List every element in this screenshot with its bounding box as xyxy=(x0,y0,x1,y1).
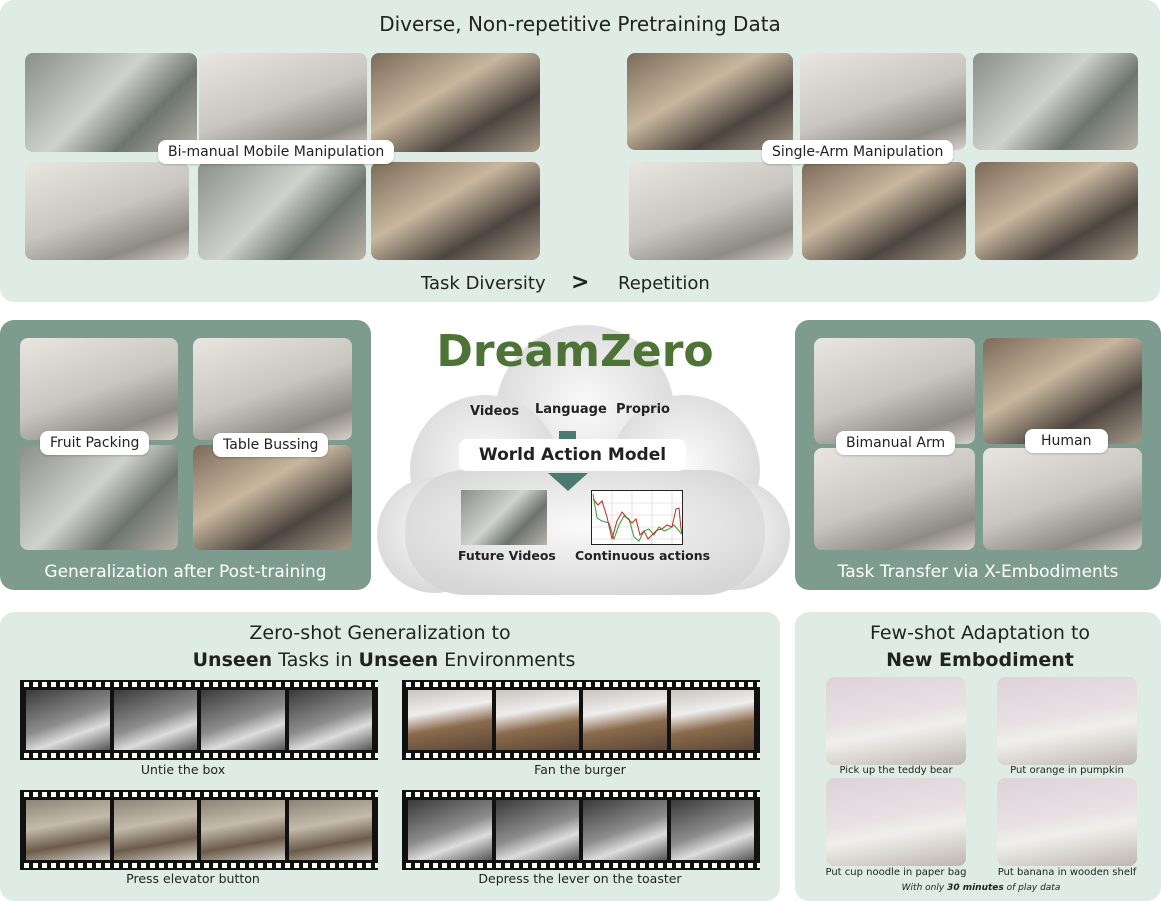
pretraining-panel: Diverse, Non-repetitive Pretraining Data… xyxy=(0,0,1160,302)
title-text: Environments xyxy=(438,649,576,671)
few-shot-title-line1: Few-shot Adaptation to xyxy=(869,622,1091,644)
filmstrip-elevator xyxy=(20,790,378,870)
future-video-thumbnail xyxy=(461,490,547,545)
x-embodiment-caption: Task Transfer via X-Embodiments xyxy=(837,562,1119,582)
task-caption: Put cup noodle in paper bag xyxy=(825,867,967,878)
photo xyxy=(814,448,975,550)
photo xyxy=(193,338,352,440)
zero-shot-title-line2: Unseen Tasks in Unseen Environments xyxy=(0,649,768,671)
task-caption: Untie the box xyxy=(140,762,226,777)
photo xyxy=(25,53,197,152)
repetition-text: Repetition xyxy=(618,273,710,294)
task-caption: Press elevator button xyxy=(126,871,260,886)
task-caption: Pick up the teddy bear xyxy=(839,765,953,776)
filmstrip-toaster xyxy=(402,790,760,870)
task-caption: Fan the burger xyxy=(534,762,626,777)
photo xyxy=(371,162,540,260)
dreamzero-title: DreamZero xyxy=(436,326,714,377)
bimanual-arm-label: Bimanual Arm xyxy=(836,431,956,455)
post-training-caption: Generalization after Post-training xyxy=(44,562,327,582)
photo xyxy=(25,162,189,260)
photo xyxy=(983,448,1142,550)
table-bussing-label: Table Bussing xyxy=(213,433,329,457)
task-caption: Depress the lever on the toaster xyxy=(478,871,682,886)
task-diversity-text: Task Diversity xyxy=(421,273,546,294)
photo xyxy=(193,445,352,550)
input-language: Language xyxy=(535,402,607,417)
photo xyxy=(975,162,1138,260)
task-caption: Put banana in wooden shelf xyxy=(997,867,1137,878)
photo xyxy=(629,162,793,260)
photo xyxy=(997,677,1137,765)
zero-shot-panel: Zero-shot Generalization to Unseen Tasks… xyxy=(0,612,780,901)
few-shot-panel: Few-shot Adaptation to New Embodiment Pi… xyxy=(795,612,1161,901)
input-proprio: Proprio xyxy=(616,402,670,417)
arrow-down-icon xyxy=(548,473,588,491)
title-text: Tasks in xyxy=(272,649,359,671)
photo xyxy=(997,778,1137,866)
output-continuous-actions: Continuous actions xyxy=(575,548,711,563)
unseen-emphasis: Unseen xyxy=(192,649,273,671)
post-training-panel: Fruit Packing Table Bussing Generalizati… xyxy=(0,320,371,590)
single-arm-label: Single-Arm Manipulation xyxy=(762,140,954,164)
photo xyxy=(371,53,540,152)
few-shot-title-line2: New Embodiment xyxy=(886,649,1074,671)
photo xyxy=(20,338,178,440)
play-data-note: With only 30 minutes of play data xyxy=(901,883,1061,893)
filmstrip-fan-burger xyxy=(402,680,760,760)
greater-than: > xyxy=(571,270,590,295)
fruit-packing-label: Fruit Packing xyxy=(40,431,150,455)
photo xyxy=(199,53,367,152)
output-future-videos: Future Videos xyxy=(458,548,556,563)
bimanual-mobile-label: Bi-manual Mobile Manipulation xyxy=(158,140,395,164)
x-embodiment-panel: Bimanual Arm Human Task Transfer via X-E… xyxy=(795,320,1161,590)
pretraining-title: Diverse, Non-repetitive Pretraining Data xyxy=(379,12,781,36)
input-videos: Videos xyxy=(470,404,520,419)
photo xyxy=(826,778,966,866)
human-label: Human xyxy=(1025,429,1108,453)
task-caption: Put orange in pumpkin xyxy=(1010,765,1124,776)
continuous-actions-plot xyxy=(591,490,683,545)
zero-shot-title-line1: Zero-shot Generalization to xyxy=(249,622,511,644)
photo xyxy=(627,53,793,150)
photo xyxy=(983,338,1142,444)
unseen-emphasis: Unseen xyxy=(358,649,439,671)
photo xyxy=(20,445,178,550)
filmstrip-untie-box xyxy=(20,680,378,760)
photo xyxy=(198,162,366,260)
photo xyxy=(802,162,966,260)
photo xyxy=(800,53,966,150)
photo xyxy=(973,53,1138,150)
photo xyxy=(814,338,975,444)
photo xyxy=(826,677,966,765)
world-action-model-box: World Action Model xyxy=(459,439,686,471)
